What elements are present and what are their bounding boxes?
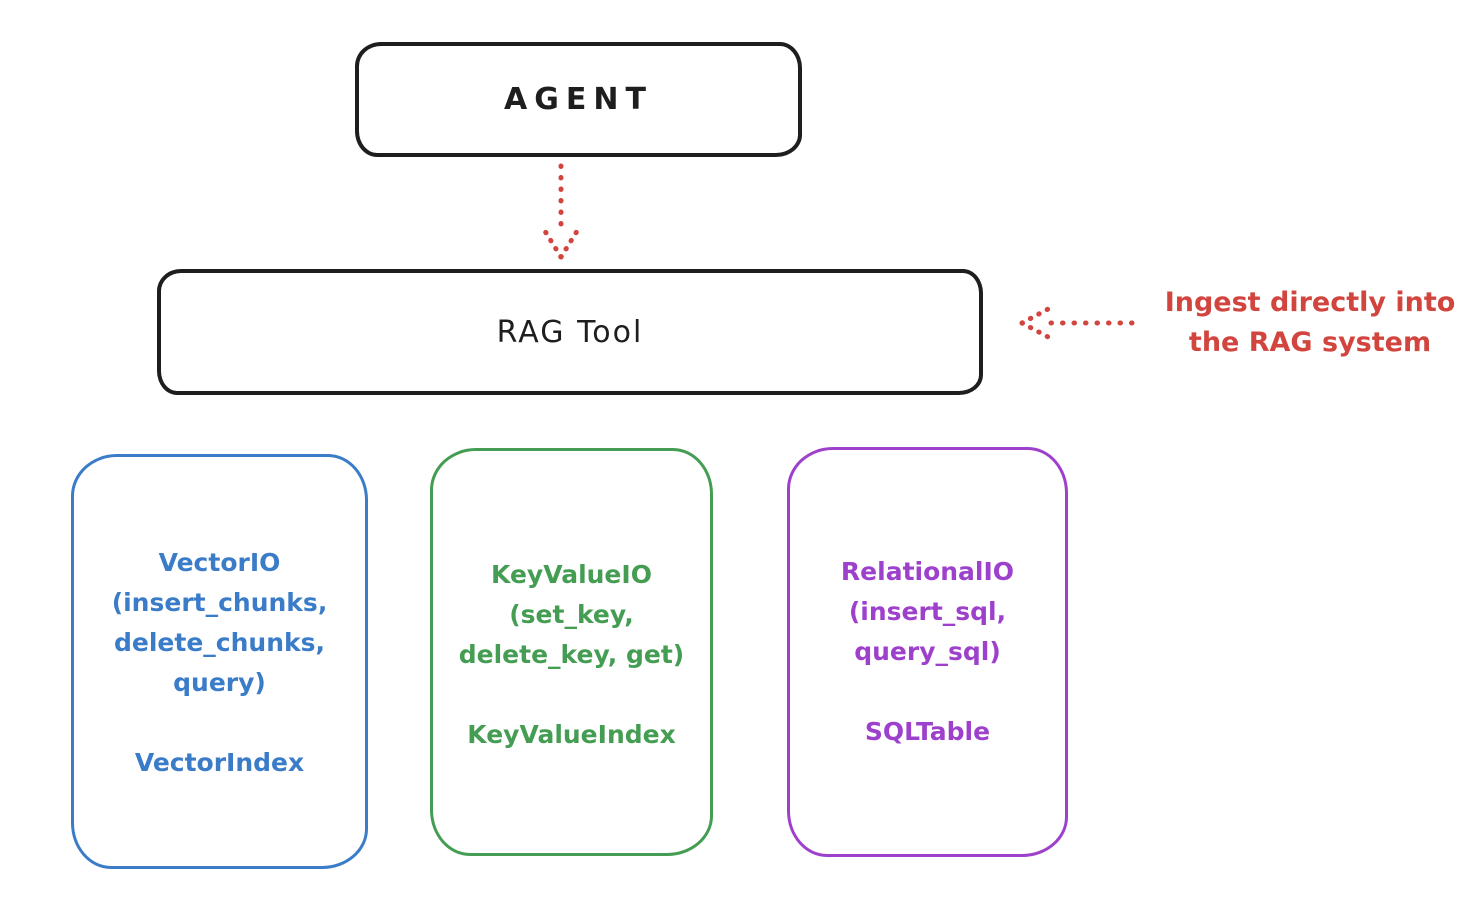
- rag-tool-node: RAG Tool: [157, 269, 983, 395]
- relational-io-line: query_sql): [854, 637, 1001, 666]
- agent-label: AGENT: [504, 82, 653, 117]
- ingest-annotation-line1: Ingest directly into: [1164, 287, 1456, 318]
- relational-io-line: RelationalIO: [840, 557, 1015, 586]
- ingest-annotation: Ingest directly into the RAG system: [1140, 283, 1480, 363]
- keyvalue-index-label: KeyValueIndex: [467, 720, 676, 749]
- rag-tool-label: RAG Tool: [496, 314, 644, 350]
- keyvalue-io-line: delete_key, get): [458, 640, 685, 669]
- vector-io-node: VectorIO (insert_chunks, delete_chunks, …: [71, 454, 368, 869]
- vector-io-line: query): [173, 668, 266, 697]
- agent-node: AGENT: [355, 42, 802, 157]
- keyvalue-io-signature: KeyValueIO (set_key, delete_key, get): [433, 555, 710, 675]
- vector-io-line: delete_chunks,: [114, 628, 325, 657]
- relational-io-line: (insert_sql,: [848, 597, 1007, 626]
- vector-index-label: VectorIndex: [134, 748, 305, 777]
- left-arrow-icon: [1019, 305, 1135, 341]
- relational-io-node: RelationalIO (insert_sql, query_sql) SQL…: [787, 447, 1068, 857]
- keyvalue-io-node: KeyValueIO (set_key, delete_key, get) Ke…: [430, 448, 713, 856]
- keyvalue-io-line: (set_key,: [509, 600, 634, 629]
- vector-io-line: VectorIO: [158, 548, 281, 577]
- vector-io-line: (insert_chunks,: [111, 588, 328, 617]
- relational-io-signature: RelationalIO (insert_sql, query_sql): [790, 552, 1065, 672]
- ingest-annotation-line2: the RAG system: [1188, 327, 1432, 358]
- keyvalue-io-line: KeyValueIO: [491, 560, 652, 589]
- vector-io-signature: VectorIO (insert_chunks, delete_chunks, …: [74, 543, 365, 703]
- down-arrow-icon: [540, 163, 582, 260]
- sql-table-label: SQLTable: [864, 717, 991, 746]
